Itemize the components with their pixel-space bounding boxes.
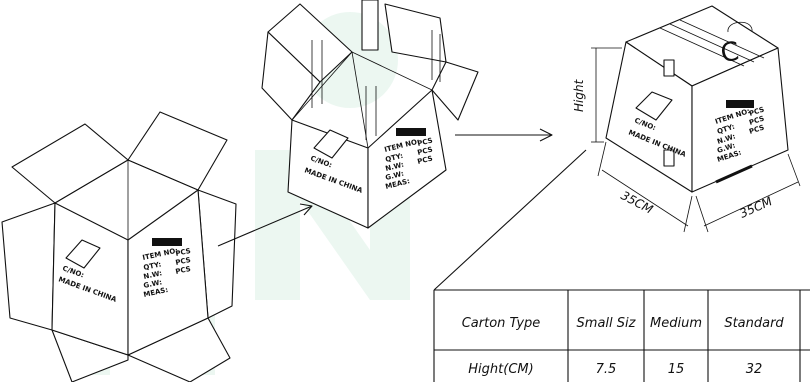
filling-carton-pcs-1: PCS [417, 136, 434, 148]
leader-line [433, 149, 587, 291]
filling-carton: C/NO: MADE IN CHINA ITEM NO: PCS QTY: PC… [261, 0, 479, 229]
open-carton: C/NO: MADE IN CHINA ITEM NO: PCS QTY: PC… [1, 111, 237, 382]
table-header-standard: Standard [724, 316, 784, 331]
open-carton-gw-label: G.W: [143, 278, 163, 290]
arrow-step-2 [455, 128, 553, 142]
table-row-label-height: Hight(CM) [468, 362, 533, 377]
arrow-step-1 [217, 203, 313, 247]
carton-letter: C [719, 37, 741, 69]
filling-carton-pcs-3: PCS [417, 154, 434, 166]
open-carton-pcs-2: PCS [175, 256, 192, 267]
sealed-carton-barcode [726, 100, 754, 108]
open-carton-qty-label: QTY: [143, 260, 162, 272]
table-header-small: Small Siz [577, 316, 637, 331]
table-cell-medium-height: 15 [668, 362, 685, 377]
table-cell-standard-height: 32 [746, 362, 763, 377]
carton-size-table: Carton Type Small Siz Medium Standard Hi… [433, 289, 810, 382]
filling-carton-barcode [396, 128, 426, 136]
open-carton-pcs-3: PCS [175, 265, 192, 276]
filling-carton-pcs-2: PCS [417, 145, 434, 157]
open-carton-pcs-1: PCS [175, 247, 192, 258]
table-header-medium: Medium [650, 316, 702, 331]
depth-label: 35CM [738, 194, 775, 221]
sealed-carton: C C/NO: MADE IN CHINA ITEM NO: PCS QTY: … [605, 5, 789, 193]
table-cell-small-height: 7.5 [596, 362, 617, 377]
table-header-carton-type: Carton Type [462, 316, 541, 331]
height-dimension: Hight [572, 47, 622, 143]
open-carton-nw-label: N.W: [143, 269, 163, 281]
open-carton-barcode [152, 238, 182, 246]
height-label: Hight [572, 78, 586, 112]
